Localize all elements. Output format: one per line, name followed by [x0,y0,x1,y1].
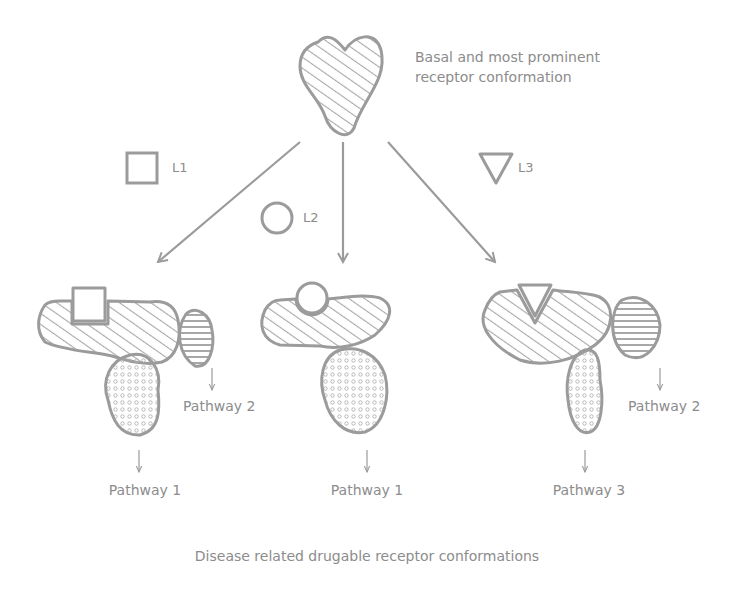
receptor-part [297,283,327,313]
pathway-arrow [584,450,585,472]
receptor-conformation: Pathway 1 [255,262,405,442]
receptor-outline [295,28,390,142]
pathway-arrow [211,368,212,390]
receptor-outline [255,262,405,442]
binding-arrow [388,142,495,262]
ligand-label: L2 [302,210,320,226]
receptor-part [519,285,551,316]
receptor-part [106,354,159,435]
ligand-circle [262,203,292,233]
receptor-part [567,350,602,433]
receptor-basal: Basal and most prominent receptor confor… [295,28,390,142]
receptor-part [300,37,382,135]
binding-arrow [158,142,300,262]
pathway-label: Pathway 1 [331,480,403,500]
ligand-square [127,153,157,183]
pathway-label: Pathway 2 [183,396,255,416]
receptor-conformation: Pathway 2Pathway 1 [30,262,220,442]
receptor-outline [478,262,668,442]
receptor-part [73,288,105,321]
pathway-arrow [366,450,367,472]
receptor-conformation: Pathway 2Pathway 3 [478,262,668,442]
receptor-part [613,298,660,358]
pathway-label: Pathway 3 [553,480,625,500]
ligand-label: L3 [517,160,535,176]
figure-caption: Disease related drugable receptor confor… [195,546,539,566]
pathway-label: Pathway 1 [109,480,181,500]
ligand-triangle [480,154,512,183]
pathway-arrow [659,368,660,390]
binding-arrow [342,142,344,262]
pathway-arrow [138,450,139,472]
receptor-part [180,310,213,366]
receptor-outline [30,262,220,442]
conformation-label: Basal and most prominent receptor confor… [415,47,630,87]
ligand-label: L1 [171,160,189,176]
receptor-part [322,349,387,433]
pathway-label: Pathway 2 [628,396,700,416]
receptor-part [39,301,180,363]
